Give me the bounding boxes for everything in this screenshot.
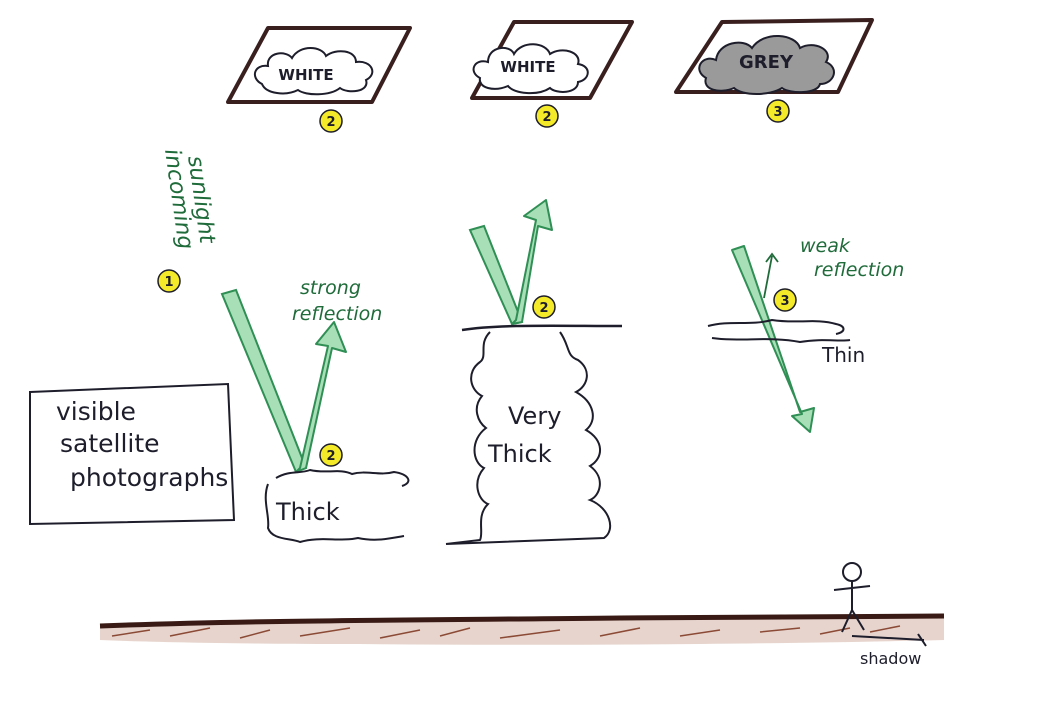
ground-hatching [111,625,901,639]
reflected-arrow-thick [295,321,347,473]
box-line-2: satellite [60,429,160,458]
badge-number-very-thick: 2 [539,301,548,316]
box-line-3: photographs [70,463,228,492]
satellite-label-2: WHITE [500,58,555,76]
satellite-label-3: GREY [739,52,794,73]
badge-circle-incoming [157,269,181,293]
strong-caption: strong [300,277,361,299]
badge-circle-sat-3 [766,99,790,123]
badge-circle-sat-1 [319,109,343,133]
thin-label: Thin [821,343,865,367]
satellite-image-3: GREY 3 [674,18,874,123]
badge-circle-sat-2 [535,104,559,128]
incoming-sunlight-label: incoming sunlight [159,147,219,251]
scene-thick-cloud: 2 strong reflection Thick [220,277,410,544]
person-body [833,581,871,633]
badge-number-thick: 2 [326,449,335,464]
person-shadow [851,633,927,647]
badge-number-sat-2: 2 [542,110,551,125]
thick-label: Thick [275,498,340,526]
grey-cloud [698,34,835,95]
scene-very-thick-cloud: 2 Very Thick [445,199,623,545]
white-cloud-1 [253,47,374,96]
very-thick-label: Thick [487,440,552,468]
shadow-label: shadow [860,649,921,668]
reflected-arrow-very-thick [511,199,553,325]
badge-circle-thick [319,443,343,467]
satellite-label-1: WHITE [278,66,333,84]
person-head [842,562,862,582]
satellite-image-2: WHITE 2 [470,20,634,128]
ground-surface-line [99,613,945,629]
ground [99,613,945,645]
box-line-1: visible [56,397,136,426]
badge-number-incoming: 1 [164,275,173,290]
reflection-caption-thin: reflection [814,259,904,281]
box-outline [29,382,236,526]
cloud-top-flat [461,324,623,332]
very-label: Very [508,402,561,430]
badge-circle-very-thick [532,295,556,319]
stick-figure: shadow [833,562,927,668]
very-thick-cloud-shape [445,331,612,545]
weak-caption: weak [800,235,851,257]
badge-number-sat-3: 3 [773,105,782,120]
incoming-ray-very-thick [468,224,524,326]
reflection-caption-thick: reflection [292,303,382,325]
thick-cloud-shape [264,468,410,544]
badge-number-thin: 3 [780,294,789,309]
thin-cloud-shape [707,318,851,344]
satellite-image-1: WHITE 2 [226,26,412,133]
scene-thin-cloud: 3 weak reflection Thin [707,235,904,433]
visible-satellite-photographs-box: visible satellite photographs [29,382,236,526]
badge-number-sat-1: 2 [326,115,335,130]
weak-reflection-arrow [763,252,779,299]
white-cloud-2 [472,43,589,94]
badge-circle-thin [773,288,797,312]
